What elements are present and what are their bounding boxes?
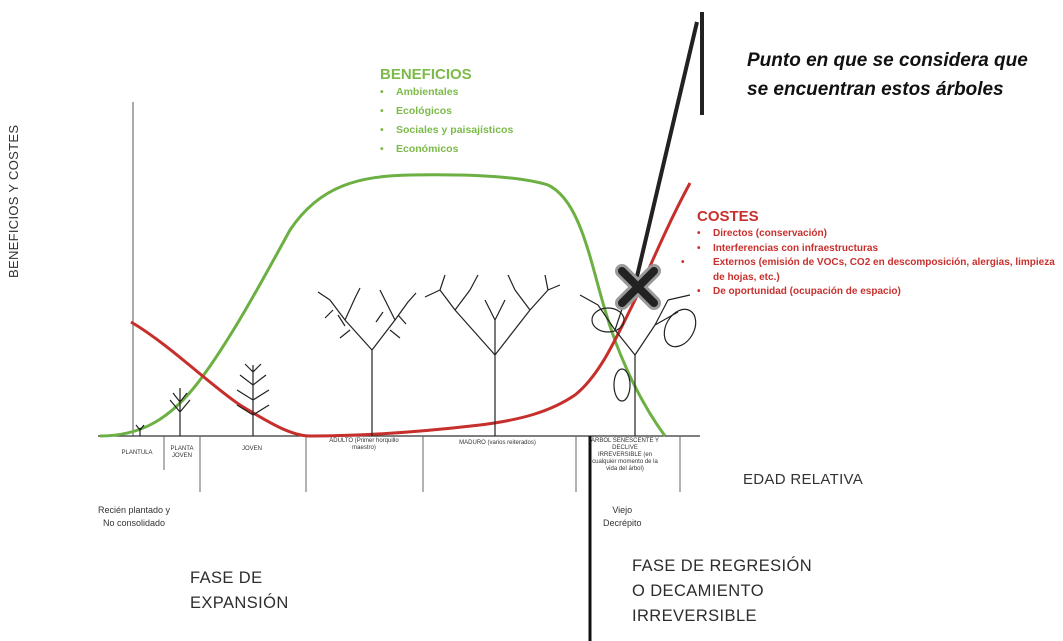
stage-label-maduro: MADURO (varios reiterados) bbox=[459, 440, 536, 446]
stage-dividers bbox=[163, 436, 681, 492]
costs-list: Directos (conservación) Interferencias c… bbox=[697, 227, 1055, 300]
benefit-item: Ecológicos bbox=[380, 102, 513, 121]
benefit-item: Económicos bbox=[380, 140, 513, 159]
sublabel-viejo-line2: Decrépito bbox=[603, 517, 642, 528]
cost-item: Interferencias con infraestructuras bbox=[697, 242, 1047, 257]
phase-expansion-line1: FASE DE bbox=[190, 569, 263, 587]
cost-item: Externos (emisión de VOCs, CO2 en descom… bbox=[697, 256, 1058, 285]
tree-illustrations bbox=[135, 274, 697, 436]
callout-text: Punto en que se considera que se encuent… bbox=[747, 46, 1028, 104]
sublabel-recien-line2: No consolidado bbox=[103, 517, 166, 528]
phase-regresion-line2: O DECAMIENTO bbox=[632, 582, 764, 600]
sublabel-recien-line1: Recién plantado y bbox=[98, 505, 171, 515]
sublabel-recien: Recién plantado y No consolidado bbox=[98, 504, 170, 529]
position-marker-x bbox=[615, 264, 661, 310]
stage-label-plantula: PLANTULA bbox=[121, 450, 153, 456]
sublabel-viejo-line1: Viejo bbox=[612, 505, 633, 515]
costs-title: COSTES bbox=[697, 208, 759, 225]
stage-label-planta-joven: PLANTA JOVEN bbox=[170, 446, 194, 459]
cost-item: De oportunidad (ocupación de espacio) bbox=[697, 285, 1047, 300]
stage-label-senescente: ÁRBOL SENESCENTE Y DECLIVE IRREVERSIBLE … bbox=[590, 438, 660, 472]
phase-expansion: FASE DE EXPANSIÓN bbox=[190, 566, 289, 616]
benefit-curve bbox=[99, 173, 667, 438]
benefit-item: Ambientales bbox=[380, 83, 513, 102]
benefits-block: BENEFICIOS Ambientales Ecológicos Social… bbox=[380, 66, 513, 159]
callout-line-2: se encuentran estos árboles bbox=[747, 79, 1004, 100]
costs-block: COSTES Directos (conservación) Interfere… bbox=[697, 208, 1055, 300]
cost-item: Directos (conservación) bbox=[697, 227, 1047, 242]
x-axis-label: EDAD RELATIVA bbox=[743, 471, 864, 488]
callout-pointer-line bbox=[633, 21, 699, 286]
stage-label-adulto: ADULTO (Primer horquillo maestro) bbox=[329, 438, 399, 451]
phase-expansion-line2: EXPANSIÓN bbox=[190, 594, 289, 612]
callout-line-1: Punto en que se considera que bbox=[747, 50, 1028, 71]
benefits-list: Ambientales Ecológicos Sociales y paisaj… bbox=[380, 83, 513, 159]
benefits-title: BENEFICIOS bbox=[380, 66, 472, 83]
phase-regresion-line3: IRREVERSIBLE bbox=[632, 607, 757, 625]
benefit-item: Sociales y paisajísticos bbox=[380, 121, 513, 140]
cost-curve bbox=[130, 182, 692, 438]
sublabel-viejo: Viejo Decrépito bbox=[603, 504, 642, 529]
phase-regresion-line1: FASE DE REGRESIÓN bbox=[632, 557, 813, 575]
y-axis-label: BENEFICIOS Y COSTES bbox=[6, 124, 21, 278]
stage-label-joven: JOVEN bbox=[241, 446, 262, 452]
phase-regresion: FASE DE REGRESIÓN O DECAMIENTO IRREVERSI… bbox=[632, 554, 812, 629]
